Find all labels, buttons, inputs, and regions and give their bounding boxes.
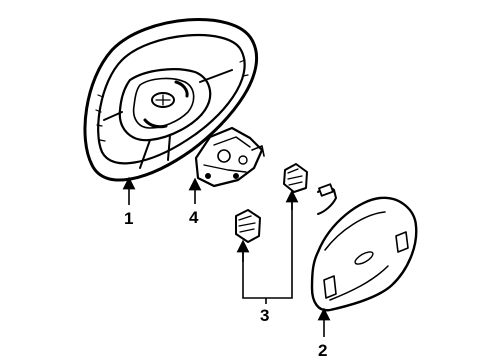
wheel-switch-lower [235,209,261,243]
wheel-switch-upper [283,163,308,193]
callout-1: 1 [124,209,133,228]
callout-3: 3 [260,306,269,325]
callout-2: 2 [318,341,327,360]
callout-4: 4 [189,208,199,227]
leader-lines [122,176,331,337]
steering-column-shroud [310,183,418,312]
air-bag-coil-bracket [194,126,265,188]
leader-3-bracket [242,198,293,299]
steering-wheel [83,17,259,182]
